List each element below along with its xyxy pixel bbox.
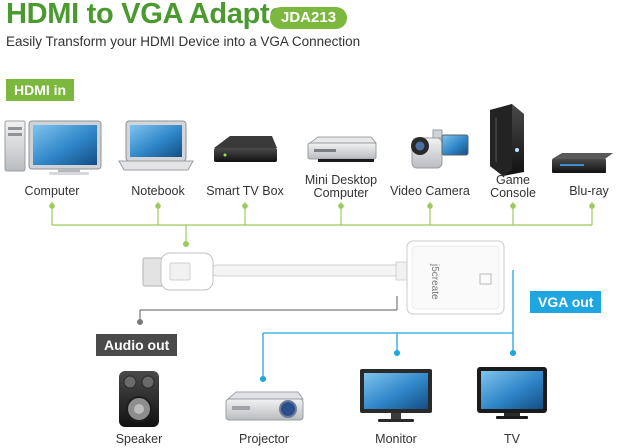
smart-tv-box-icon	[214, 136, 277, 162]
source-label-notebook: Notebook	[131, 184, 185, 198]
source-label-game-console-line1: Game	[495, 173, 531, 187]
monitor-icon	[360, 369, 432, 422]
audio-out-connector	[137, 296, 398, 326]
hdmi-adapter-cable	[142, 240, 505, 315]
source-label-bluray: Blu-ray	[569, 184, 609, 198]
video-camera-icon	[411, 129, 469, 169]
hdmi-in-tag: HDMI in	[6, 79, 75, 101]
notebook-icon	[118, 120, 194, 171]
projector-icon	[225, 391, 304, 421]
source-label-game-console-line2: Console	[490, 186, 536, 200]
output-label-tv: TV	[504, 432, 520, 446]
mini-desktop-icon	[307, 136, 378, 162]
adapter-brand-logo: j5create	[429, 264, 440, 300]
source-label-mini-desktop-line1: Mini Desktop	[304, 173, 378, 187]
computer-icon	[4, 120, 102, 175]
speaker-icon	[119, 371, 159, 427]
model-badge: JDA213	[270, 7, 348, 29]
output-label-projector: Projector	[238, 432, 290, 446]
vga-out-bus	[259, 270, 517, 383]
page-subtitle: Easily Transform your HDMI Device into a…	[6, 34, 361, 49]
source-label-mini-desktop-line2: Computer	[313, 186, 369, 200]
bluray-player-icon	[552, 153, 613, 173]
output-label-monitor: Monitor	[375, 432, 417, 446]
source-label-mini-desktop: Mini Desktop Computer	[296, 174, 386, 200]
page-title: HDMI to VGA Adapter	[6, 0, 297, 30]
hdmi-source-bus	[49, 202, 595, 248]
source-label-game-console: Game Console	[478, 174, 548, 200]
source-label-smart-tv-box: Smart TV Box	[206, 184, 284, 198]
audio-out-tag: Audio out	[96, 334, 178, 356]
vga-out-tag: VGA out	[530, 291, 602, 313]
source-label-video-camera: Video Camera	[390, 184, 470, 198]
tv-icon	[477, 367, 547, 419]
output-label-speaker: Speaker	[115, 432, 163, 446]
source-label-computer: Computer	[24, 184, 80, 198]
game-console-icon	[490, 104, 524, 176]
